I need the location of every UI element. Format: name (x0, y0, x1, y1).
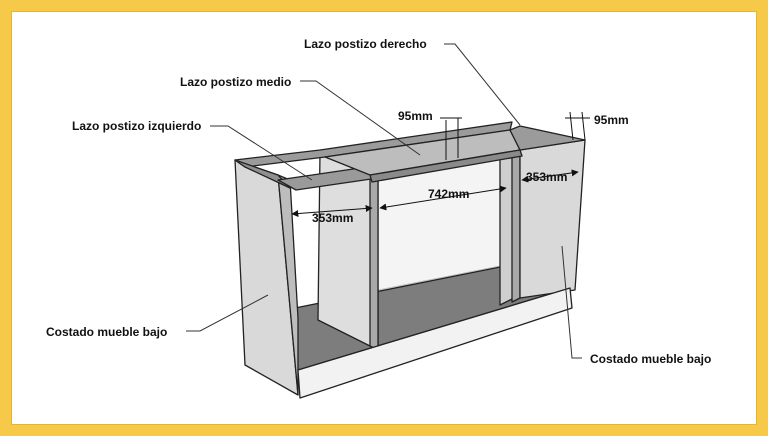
top-rail-left (234, 159, 291, 189)
label-lazo-izquierdo: Lazo postizo izquierdo (72, 119, 201, 133)
dim-742-line (379, 185, 507, 211)
leader-lazo-derecho (444, 43, 521, 126)
dim-353-left-line (291, 204, 373, 218)
dim-label-742: 742mm (428, 187, 469, 201)
leader-lazo-izquierdo (210, 125, 313, 181)
dim-label-353-right: 353mm (526, 170, 567, 184)
dim-95-right-ext2 (581, 111, 586, 141)
leader-lazo-medio (300, 80, 421, 156)
label-costado-derecho: Costado mueble bajo (590, 352, 711, 366)
dim-label-353-left: 353mm (312, 211, 353, 225)
left-divider-edge (369, 174, 379, 351)
leader-costado-derecho (561, 245, 582, 359)
leader-costado-izquierdo (186, 294, 269, 332)
dim-95-right-ext1 (569, 111, 574, 141)
label-lazo-medio: Lazo postizo medio (180, 75, 291, 89)
top-rail-front-right (369, 149, 523, 183)
dimension-lines (291, 111, 590, 218)
cabinet (234, 121, 586, 399)
label-costado-izquierdo: Costado mueble bajo (46, 325, 167, 339)
kick-plate (297, 287, 573, 399)
right-side-panel (519, 139, 586, 299)
dim-353-right-line (521, 169, 579, 183)
dim-label-95-right: 95mm (594, 113, 629, 127)
label-lazo-derecho: Lazo postizo derecho (304, 37, 427, 51)
right-divider-face (511, 149, 521, 303)
leader-lines (186, 43, 582, 359)
dim-label-95-middle: 95mm (398, 109, 433, 123)
